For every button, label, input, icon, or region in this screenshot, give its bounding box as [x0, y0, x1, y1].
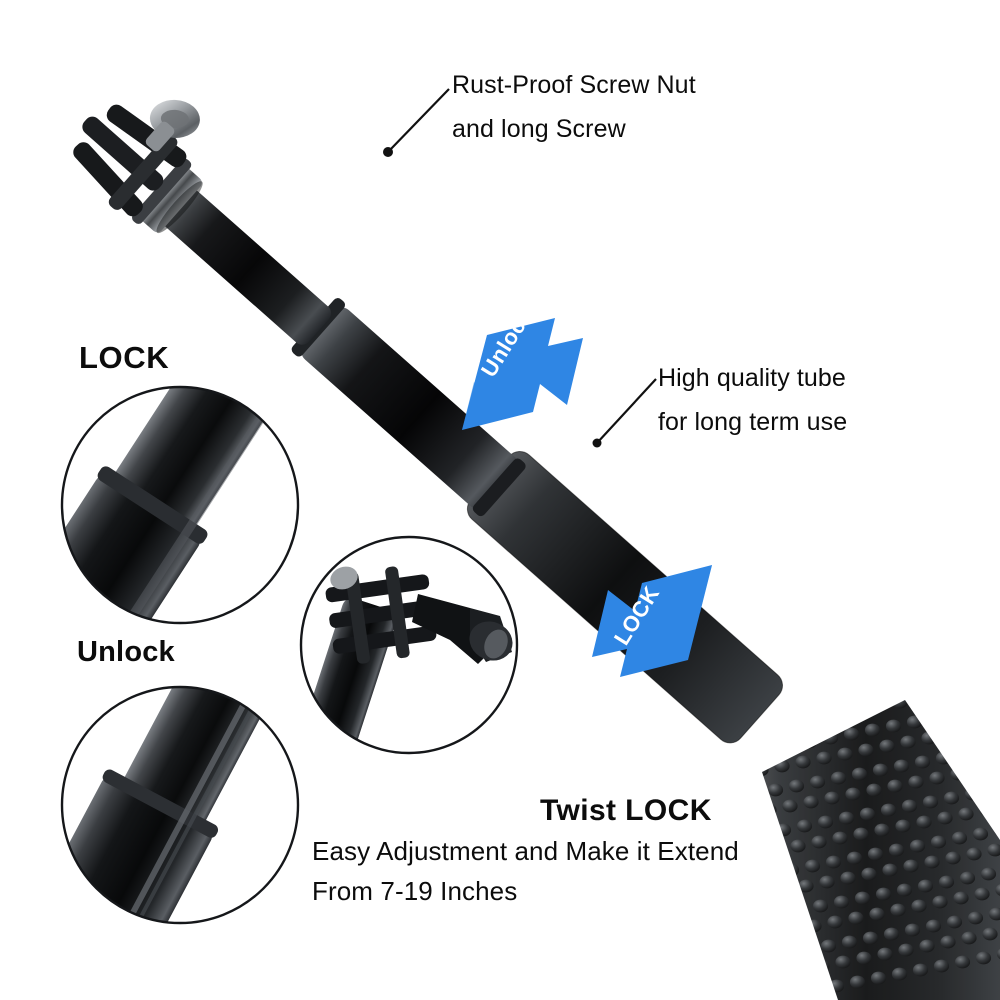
footer-line1: Easy Adjustment and Make it Extend [312, 836, 739, 866]
screw-knob [145, 99, 200, 152]
lock-arrow-shape [592, 565, 712, 677]
pole-segment-upper [162, 188, 332, 345]
metal-ferrule [132, 158, 203, 234]
leader-lines [387, 88, 657, 444]
leader-tube [596, 378, 657, 444]
main-pole [73, 99, 784, 744]
leader-screw [387, 88, 450, 153]
unlock-arrow-shape [462, 318, 583, 430]
detail-label-unlock: Unlock [77, 636, 175, 668]
footer-line2: From 7-19 Inches [312, 876, 518, 906]
footer-heading: Twist LOCK [540, 794, 712, 827]
callout-tube-line1: High quality tube [658, 364, 846, 392]
leader-dot-tube [592, 438, 602, 448]
callout-screw-line1: Rust-Proof Screw Nut [452, 71, 696, 99]
callout-screw-line2: and long Screw [452, 115, 626, 143]
three-prong-mount [73, 104, 187, 217]
callout-tube-line2: for long term use [658, 408, 848, 436]
pole-segment-middle [301, 307, 526, 517]
detail-label-lock: LOCK [79, 340, 170, 375]
pole-segment-lower [466, 450, 784, 744]
detail-circle-mount [299, 535, 519, 755]
leader-dot-screw [383, 147, 393, 157]
